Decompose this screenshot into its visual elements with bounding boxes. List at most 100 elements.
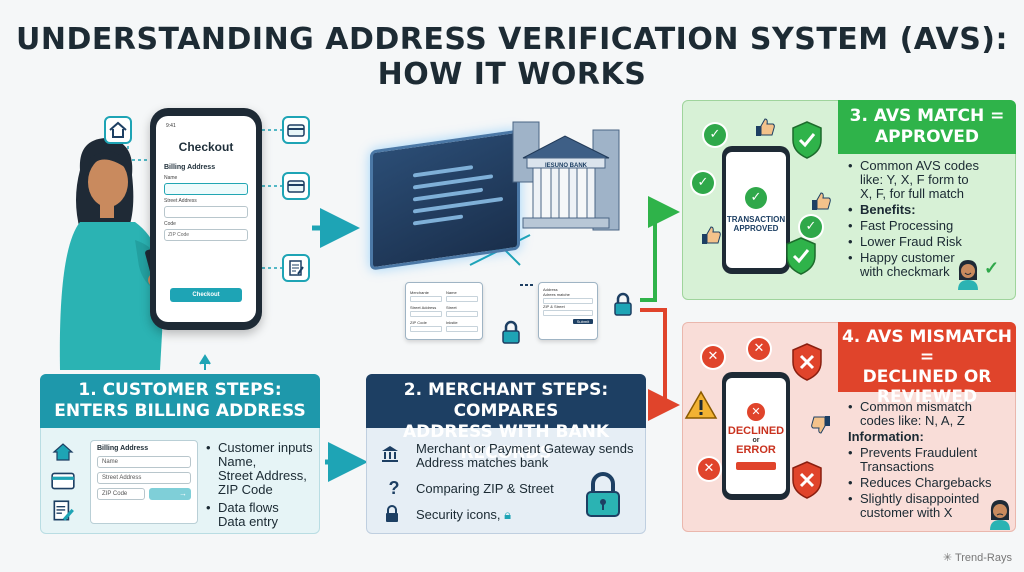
bullet-text: Data entry <box>218 514 278 529</box>
warning-icon <box>684 390 718 419</box>
bullet-item: Common mismatch codes like: N, A, Z <box>848 400 1013 428</box>
card-label: Address <box>543 287 558 292</box>
step2-line1: Merchant or Payment Gateway sends Addres… <box>416 442 634 470</box>
step2-text: Address matches bank <box>416 455 549 470</box>
code-label: Code <box>164 221 176 227</box>
street-field[interactable] <box>164 206 248 218</box>
step1-title-line1: 1. CUSTOMER STEPS: <box>78 380 282 400</box>
x-icon: ✕ <box>698 458 720 480</box>
bullet-item: Lower Fraud Risk <box>848 234 1008 250</box>
bullet-text: Customer inputs <box>218 440 313 455</box>
step3-title-line2: APPROVED <box>874 127 980 147</box>
merchant-monitor <box>370 129 520 271</box>
credit-card-icon <box>51 472 75 490</box>
bullet-text: Prevents Fraudulent <box>860 445 978 460</box>
card-icon <box>282 172 310 200</box>
bullet-text: Transactions <box>860 459 934 474</box>
lock-icon <box>502 320 520 344</box>
step3-bullets: Common AVS codes like: Y, X, F form to X… <box>848 159 1008 281</box>
brand-watermark: ✳︎ Trend-Rays <box>943 551 1012 564</box>
step2-text: Merchant or Payment Gateway sends <box>416 441 634 456</box>
billing-address-form: Billing Address Name Street Address ZIP … <box>90 440 198 524</box>
form-title: Billing Address <box>97 445 149 452</box>
submit-button[interactable]: Submit <box>573 319 593 324</box>
zip-field[interactable]: ZIP Code <box>164 229 248 241</box>
step4-header: 4. AVS MISMATCH = DECLINED OR REVIEWED <box>838 322 1016 407</box>
checkout-heading: Checkout <box>178 140 234 154</box>
step4-title-line1: 4. AVS MISMATCH = <box>841 327 1013 367</box>
bullet-item: Happy customer with checkmark <box>848 251 1008 279</box>
padlock-icon <box>586 472 620 517</box>
card-label: Adrees matche <box>543 292 570 297</box>
form-edit-icon <box>53 500 74 521</box>
shield-x-icon <box>792 343 822 381</box>
step2-title-line2: ADDRESS WITH BANK RECORDS <box>402 422 610 463</box>
x-icon: ✕ <box>747 402 765 421</box>
bullet-text: customer with X <box>860 505 953 520</box>
name-field[interactable] <box>164 183 248 195</box>
card-label: Inkstie <box>446 320 458 325</box>
thumbs-up-icon <box>702 226 721 244</box>
step2-title-line1: 2. MERCHANT STEPS: COMPARES <box>403 380 609 421</box>
step1-header: 1. CUSTOMER STEPS: ENTERS BILLING ADDRES… <box>40 374 320 428</box>
sparkle-icon: ✳︎ <box>942 552 953 564</box>
approved-phone: ✓ TRANSACTION APPROVED <box>722 146 790 274</box>
name-input[interactable]: Name <box>97 456 191 468</box>
bullet-item: Customer inputs Name, Street Address, ZI… <box>206 441 321 497</box>
bullet-text: Common mismatch <box>860 399 972 414</box>
card-label: Merchante <box>410 290 429 295</box>
question-icon: ? <box>388 478 400 498</box>
step3-title-line1: 3. AVS MATCH = <box>849 106 1005 126</box>
bullet-text: Reduces Chargebacks <box>860 475 992 490</box>
bullet-text: X, F, for full match <box>860 186 965 201</box>
error-label: ERROR <box>736 443 776 456</box>
declined-phone: ✕ DECLINED or ERROR <box>722 372 790 500</box>
small-lock-icon: 🔒︎ <box>504 507 512 522</box>
home-icon <box>104 116 132 144</box>
thumbs-down-icon <box>811 416 830 434</box>
bullet-item: Prevents Fraudulent Transactions <box>848 446 1013 474</box>
arrow-right-icon[interactable]: → <box>149 488 191 500</box>
declined-label: DECLINED <box>727 424 785 437</box>
bullet-text: Slightly disappointed <box>860 491 980 506</box>
bullet-item: Reduces Chargebacks <box>848 475 1013 491</box>
card-label: ZIP & Street <box>543 304 565 309</box>
declined-screen: ✕ DECLINED or ERROR <box>726 378 786 494</box>
step1-title-line2: ENTERS BILLING ADDRESS <box>54 401 306 421</box>
bullet-text: Fast Processing <box>860 218 954 233</box>
home-icon <box>52 443 74 461</box>
bullet-item: Common AVS codes like: Y, X, F form to X… <box>848 159 1008 201</box>
checkout-button[interactable]: Checkout <box>170 288 242 302</box>
zip-input[interactable]: ZIP Code <box>97 488 145 500</box>
bank-sign: IESUNO BANK <box>544 163 587 169</box>
phone-time: 9:41 <box>166 123 176 129</box>
bullet-text: Name, <box>218 454 257 469</box>
bullet-text: Street Address, <box>218 468 307 483</box>
bullet-item: Data flows Data entry <box>206 501 321 529</box>
bullet-text: Information: <box>848 429 924 444</box>
bullet-text: Lower Fraud Risk <box>860 234 962 249</box>
step2-header: 2. MERCHANT STEPS: COMPARES ADDRESS WITH… <box>366 374 646 463</box>
check-icon: ✓ <box>745 187 767 209</box>
bullet-text: with checkmark <box>860 264 950 279</box>
declined-bar <box>736 461 776 470</box>
street-input[interactable]: Street Address <box>97 472 191 484</box>
shield-x-icon <box>792 461 822 499</box>
approved-label: APPROVED <box>733 224 779 233</box>
billing-address-label: Billing Address <box>164 164 216 171</box>
bank-icon <box>382 446 398 462</box>
credit-card-icon <box>282 116 310 144</box>
approved-screen: ✓ TRANSACTION APPROVED <box>726 152 786 268</box>
or-label: or <box>752 436 760 444</box>
lock-icon <box>386 505 398 522</box>
x-icon: ✕ <box>702 346 724 368</box>
x-icon: ✕ <box>748 338 770 360</box>
bullet-item: Slightly disappointed customer with X <box>848 492 1013 520</box>
bullet-text: Happy customer <box>860 250 955 265</box>
step2-text: Security icons, <box>416 507 501 522</box>
step3-header: 3. AVS MATCH = APPROVED <box>838 100 1016 154</box>
checkout-screen: 9:41 Checkout Billing Address Name Stree… <box>156 116 256 322</box>
check-icon: ✓ <box>800 216 822 238</box>
checkout-phone: 9:41 Checkout Billing Address Name Stree… <box>150 108 262 330</box>
